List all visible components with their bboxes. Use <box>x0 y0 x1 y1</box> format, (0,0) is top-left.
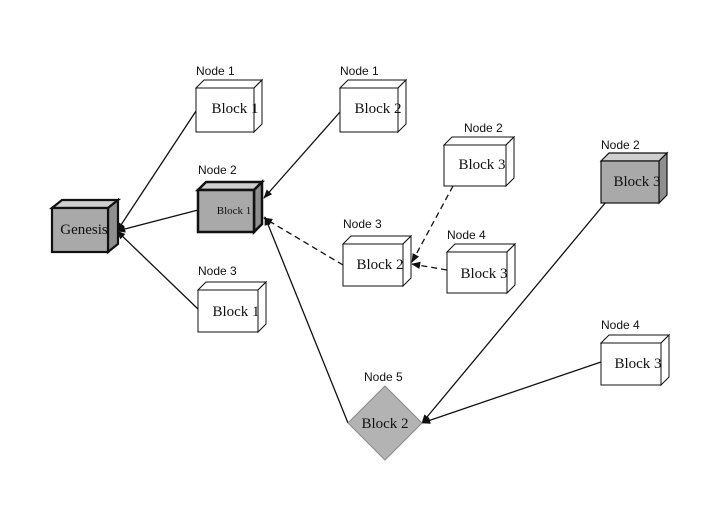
node-5-block-2-caption: Node 5 <box>364 370 403 384</box>
node-4-block-3-lower: Node 4 Block 3 <box>599 318 671 387</box>
node-3-block-2: Node 3 Block 2 <box>341 217 413 288</box>
node-4-block-3-lower-caption: Node 4 <box>601 318 640 332</box>
genesis-block: Genesis <box>48 197 122 255</box>
node-1-block-1-caption: Node 1 <box>196 64 235 78</box>
genesis-label: Genesis <box>60 222 108 238</box>
node-3-block-2-label: Block 2 <box>356 257 403 273</box>
node-4-block-3-lower-label: Block 3 <box>614 356 661 372</box>
node-5-block-2: Node 5 Block 2 <box>347 370 423 461</box>
node-2-block-1: Node 2 Block 1 <box>194 163 266 236</box>
node-1-block-2: Node 1 Block 2 <box>338 64 408 134</box>
edge-n2_b3b-to-n5_b2 <box>421 201 607 424</box>
node-3-block-1: Node 3 Block 1 <box>196 264 268 334</box>
node-4-block-3-upper-label: Block 3 <box>460 266 507 282</box>
edge-n1_b2-to-n2_b1 <box>263 111 341 199</box>
node-1-block-2-label: Block 2 <box>354 101 401 117</box>
edge-n5_b2-to-n2_b1 <box>264 216 349 424</box>
node-4-block-3-upper-caption: Node 4 <box>447 228 486 242</box>
edge-n3_b1-to-genesis <box>116 230 199 310</box>
node-1-block-2-caption: Node 1 <box>340 64 379 78</box>
node-2-block-3-gray-caption: Node 2 <box>601 138 640 152</box>
node-1-block-1: Node 1 Block 1 <box>194 64 264 134</box>
node-2-block-3-gray-label: Block 3 <box>613 174 660 190</box>
node-3-block-1-label: Block 1 <box>212 304 259 320</box>
edge-n3_b2-to-n2_b1 <box>263 217 344 266</box>
node-2-block-3-white-label: Block 3 <box>458 157 505 173</box>
edge-n2_b1-to-genesis <box>116 209 199 233</box>
node-4-block-3-upper: Node 4 Block 3 <box>445 228 517 295</box>
node-2-block-3-white-caption: Node 2 <box>464 121 503 135</box>
edge-n4_b3a-to-n3_b2 <box>411 261 448 271</box>
node-5-block-2-label: Block 2 <box>361 416 408 432</box>
node-2-block-1-caption: Node 2 <box>198 163 237 177</box>
edges-layer <box>116 107 607 424</box>
node-3-block-2-caption: Node 3 <box>343 217 382 231</box>
node-2-block-3-white: Node 2 Block 3 <box>442 121 516 188</box>
node-3-block-1-caption: Node 3 <box>198 264 237 278</box>
edge-n4_b3b-to-n5_b2 <box>421 361 602 424</box>
node-2-block-1-label: Block 1 <box>217 205 252 217</box>
edge-n1_b1-to-genesis <box>116 107 199 232</box>
node-2-block-3-gray: Node 2 Block 3 <box>599 138 669 205</box>
edge-n2_b3a-to-n3_b2 <box>411 185 454 263</box>
node-1-block-1-label: Block 1 <box>211 101 258 117</box>
